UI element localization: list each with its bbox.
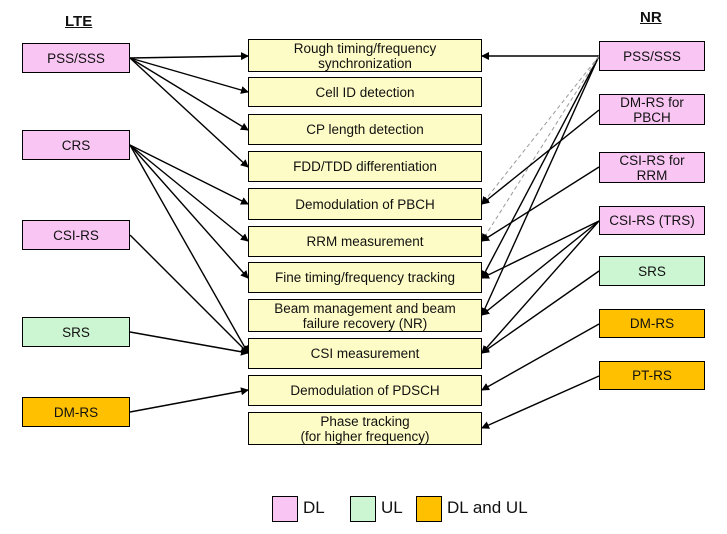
legend-ul-swatch — [350, 496, 376, 522]
nr-link-nr_pss-f_rrm — [481, 55, 600, 242]
lte-link-lte_pss-f_fdd — [129, 57, 249, 168]
function-fdd-tdd-box: FDD/TDD differentiation — [248, 151, 482, 182]
nr-header: NR — [640, 9, 662, 26]
lte-csi-rs-box: CSI-RS — [22, 220, 130, 250]
lte-header: LTE — [65, 13, 93, 30]
lte-srs-box: SRS — [22, 317, 130, 347]
legend-ul-label: UL — [381, 498, 403, 517]
nr-link-nr_csirs_trs-f_csi — [481, 220, 600, 354]
function-beam-management-box: Beam management and beam failure recover… — [248, 299, 482, 332]
lte-dm-rs-box: DM-RS — [22, 397, 130, 427]
nr-link-nr_pss-f_beam — [481, 55, 600, 316]
nr-pt-rs-box: PT-RS — [599, 361, 705, 390]
function-phase-tracking-box: Phase tracking (for higher frequency) — [248, 412, 482, 445]
function-fine-tracking-box: Fine timing/frequency tracking — [248, 262, 482, 293]
lte-link-lte_dmrs-f_pdsch — [129, 387, 249, 413]
lte-link-lte_csirs-f_csi — [129, 234, 249, 354]
lte-crs-box: CRS — [22, 130, 130, 160]
nr-link-nr_ptrs-f_phase — [481, 375, 600, 429]
lte-link-lte_pss-f_cellid — [129, 57, 249, 94]
nr-csi-rs-trs-box: CSI-RS (TRS) — [599, 206, 705, 235]
nr-link-nr_pss-f_fine — [481, 55, 600, 279]
nr-link-nr_csirs_trs-f_fine — [481, 220, 600, 279]
nr-dm-rs-pbch-box: DM-RS for PBCH — [599, 94, 705, 125]
legend-dl-ul-label: DL and UL — [447, 498, 528, 517]
legend-dl-swatch — [272, 496, 298, 522]
lte-link-lte_srs-f_csi — [129, 331, 249, 356]
lte-link-lte_crs-f_fine — [129, 144, 249, 279]
nr-dm-rs-box: DM-RS — [599, 309, 705, 338]
legend-dl-label: DL — [303, 498, 325, 517]
nr-srs-box: SRS — [599, 256, 705, 286]
nr-link-nr_pss-f_pbch — [481, 55, 600, 205]
nr-link-nr_srs-f_csi — [481, 270, 600, 354]
nr-link-nr_csirs_rrm-f_rrm — [481, 166, 600, 242]
function-csi-measurement-box: CSI measurement — [248, 338, 482, 369]
nr-csi-rs-rrm-box: CSI-RS for RRM — [599, 152, 705, 183]
legend-dl-ul-swatch — [416, 496, 442, 522]
function-pbch-demod-box: Demodulation of PBCH — [248, 188, 482, 220]
nr-link-nr_dmrs_pbch-f_pbch — [481, 109, 600, 205]
lte-link-lte_crs-f_rrm — [129, 144, 249, 242]
lte-link-lte_crs-f_csi — [129, 144, 249, 354]
nr-pss-sss-box: PSS/SSS — [599, 41, 705, 71]
function-cp-length-box: CP length detection — [248, 114, 482, 145]
function-sync-box: Rough timing/frequency synchronization — [248, 39, 482, 72]
lte-pss-sss-box: PSS/SSS — [22, 43, 130, 73]
lte-link-lte_crs-f_pbch — [129, 144, 249, 205]
function-cell-id-box: Cell ID detection — [248, 77, 482, 107]
function-rrm-box: RRM measurement — [248, 226, 482, 257]
nr-link-nr_csirs_trs-f_beam — [481, 220, 600, 316]
function-pdsch-demod-box: Demodulation of PDSCH — [248, 375, 482, 406]
lte-link-lte_pss-f_sync — [129, 52, 249, 61]
lte-link-lte_pss-f_cp — [129, 57, 249, 131]
nr-link-nr_dmrs-f_pdsch — [481, 323, 600, 391]
